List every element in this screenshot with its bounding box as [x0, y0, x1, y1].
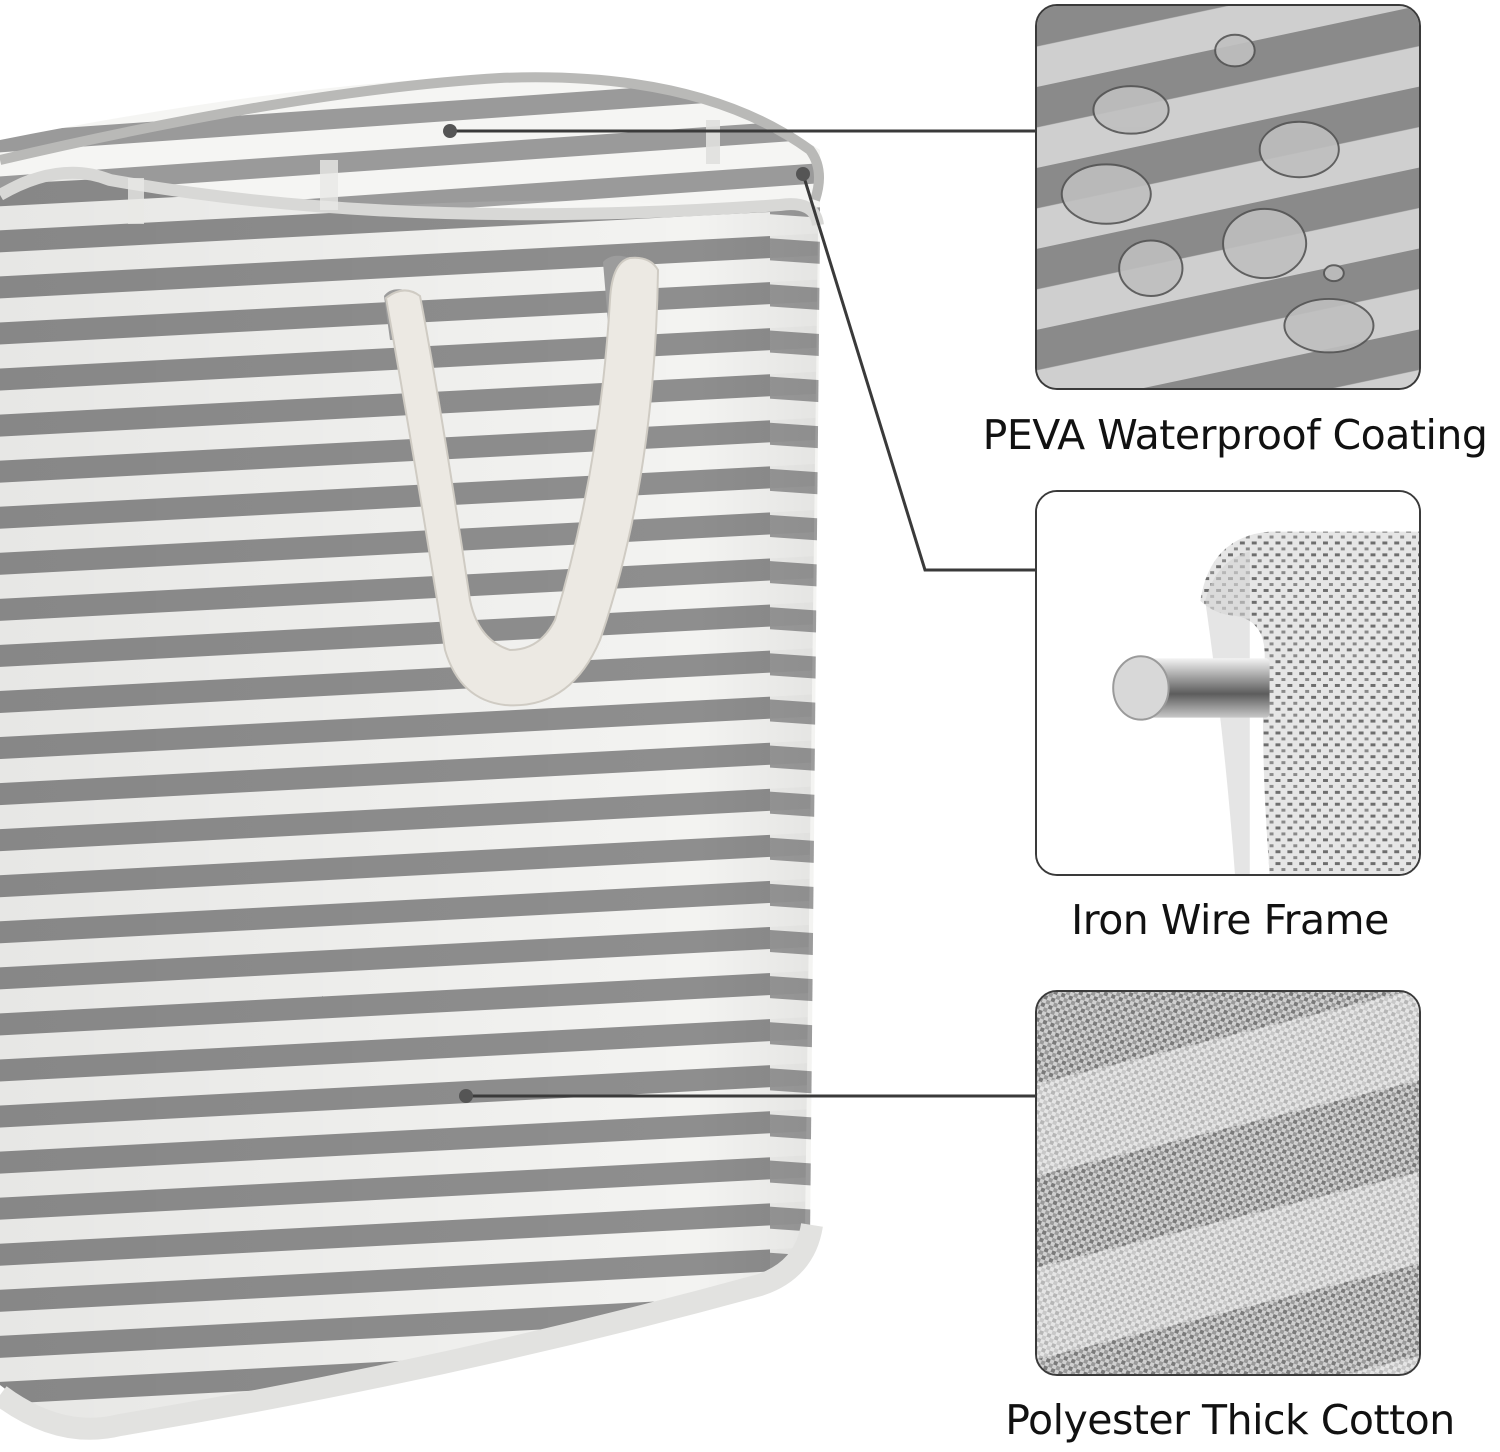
water-droplets-icon — [1037, 6, 1419, 388]
feature-panel-iron-frame — [1035, 490, 1421, 876]
feature-label-waterproof: PEVA Waterproof Coating — [982, 411, 1488, 459]
feature-panel-fabric — [1035, 990, 1421, 1376]
hamper-illustration — [0, 72, 824, 1440]
woven-fabric-icon — [1037, 992, 1419, 1374]
carry-handle — [384, 256, 660, 707]
laundry-hamper-image — [0, 72, 824, 1440]
feature-label-iron-frame: Iron Wire Frame — [1071, 896, 1389, 944]
iron-rod-icon — [1037, 492, 1419, 874]
feature-label-fabric: Polyester Thick Cotton — [1005, 1396, 1455, 1444]
feature-panel-waterproof — [1035, 4, 1421, 390]
